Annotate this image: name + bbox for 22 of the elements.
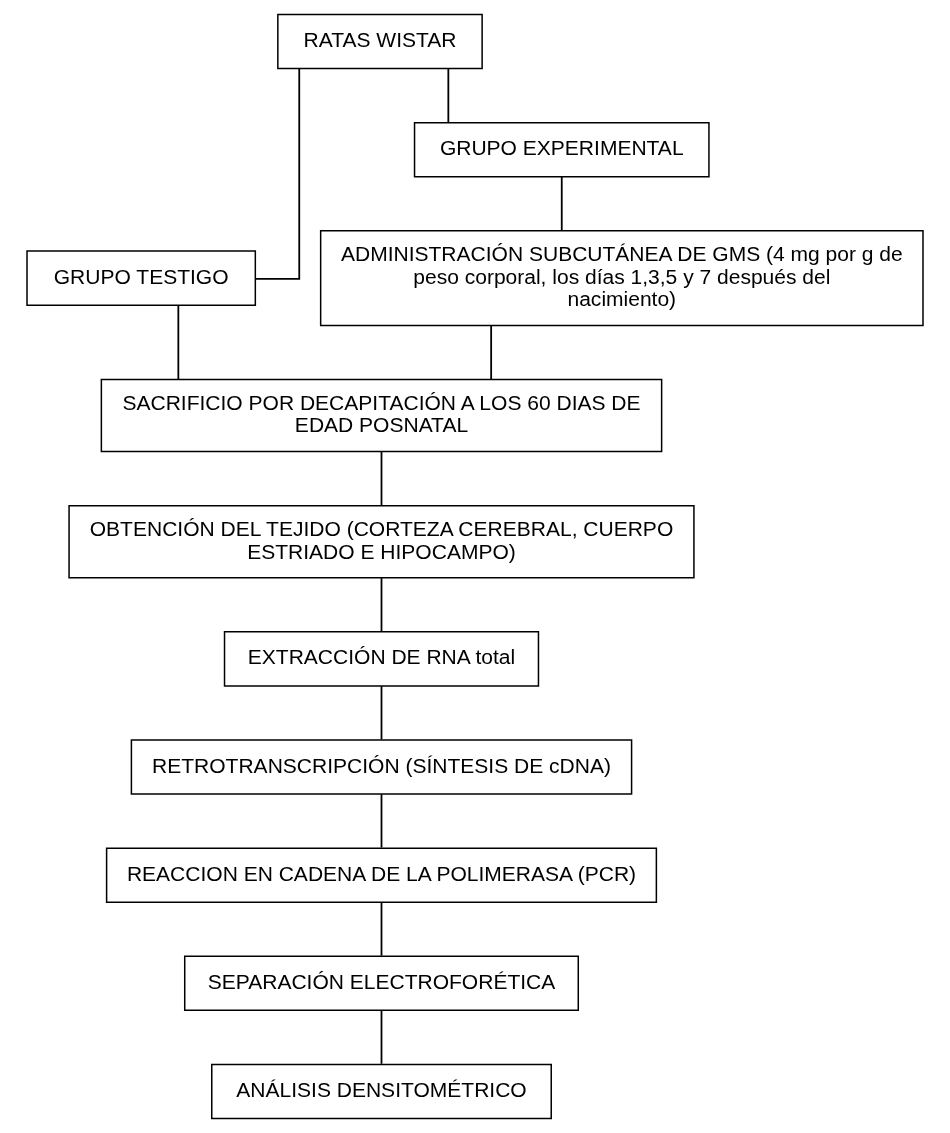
connector	[380, 685, 383, 741]
node-box: SEPARACIÓN ELECTROFORÉTICA	[184, 955, 579, 1012]
node-box: RETROTRANSCRIPCIÓN (SÍNTESIS DE cDNA)	[130, 739, 633, 795]
node-box: OBTENCIÓN DEL TEJIDO (CORTEZA CEREBRAL, CUERPO ESTRIADO E HIPOCAMPO)	[68, 504, 695, 579]
connector	[447, 67, 450, 123]
connector	[177, 304, 180, 380]
node-box: ADMINISTRACIÓN SUBCUTÁNEA DE GMS (4 mg por g de peso corporal, los días 1,3,5 y 7 después del nacimiento)	[319, 230, 924, 327]
connector	[380, 793, 383, 849]
node-box: RATAS WISTAR	[277, 13, 483, 70]
node-box: REACCION EN CADENA DE LA POLIMERASA (PCR)	[105, 847, 658, 903]
connector	[380, 577, 383, 633]
connector	[254, 67, 301, 280]
connector	[380, 901, 383, 957]
node-box: SACRIFICIO POR DECAPITACIÓN A LOS 60 DIAS DE EDAD POSNATAL	[100, 378, 663, 453]
node-box: GRUPO TESTIGO	[26, 250, 257, 306]
connector	[560, 176, 563, 232]
connector	[380, 451, 383, 507]
node-box: ANÁLISIS DENSITOMÉTRICO	[211, 1063, 552, 1120]
connector	[380, 1009, 383, 1065]
connector	[490, 324, 493, 381]
node-box: GRUPO EXPERIMENTAL	[413, 121, 710, 178]
node-box: EXTRACCIÓN DE RNA total	[223, 631, 540, 687]
